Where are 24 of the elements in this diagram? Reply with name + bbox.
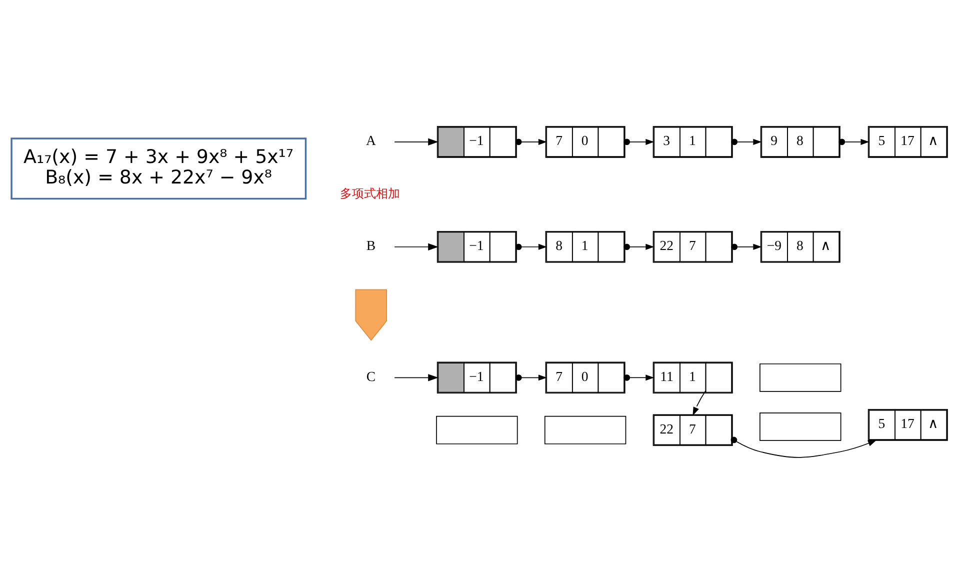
- node-text: C: [366, 368, 376, 384]
- arrow: [624, 138, 654, 146]
- node-arrow: [355, 289, 388, 341]
- arrow: [515, 244, 548, 250]
- arrow: [838, 138, 870, 146]
- node-box: A₁₇(x) = 7 + 3x + 9x⁸ + 5x¹⁷ B₈(x) = 8x + 22x⁷ − 9x⁸: [10, 138, 307, 200]
- label: 多项式相加: [340, 186, 400, 201]
- arrow: [515, 138, 548, 146]
- arrow: [394, 243, 438, 250]
- node-text: A: [366, 133, 376, 148]
- arrow: [515, 374, 548, 381]
- arrow: [731, 244, 762, 250]
- arrow: [624, 374, 654, 381]
- arrow: [394, 374, 438, 382]
- arrow: [394, 138, 438, 146]
- node-box: [760, 412, 842, 441]
- arrow: [692, 390, 706, 416]
- arrow: [730, 436, 877, 458]
- arrow: [731, 138, 762, 146]
- node-box: [760, 363, 842, 392]
- node-box: [436, 416, 518, 444]
- node-box: [544, 416, 626, 444]
- node-text: B: [366, 238, 376, 254]
- arrow: [624, 244, 654, 250]
